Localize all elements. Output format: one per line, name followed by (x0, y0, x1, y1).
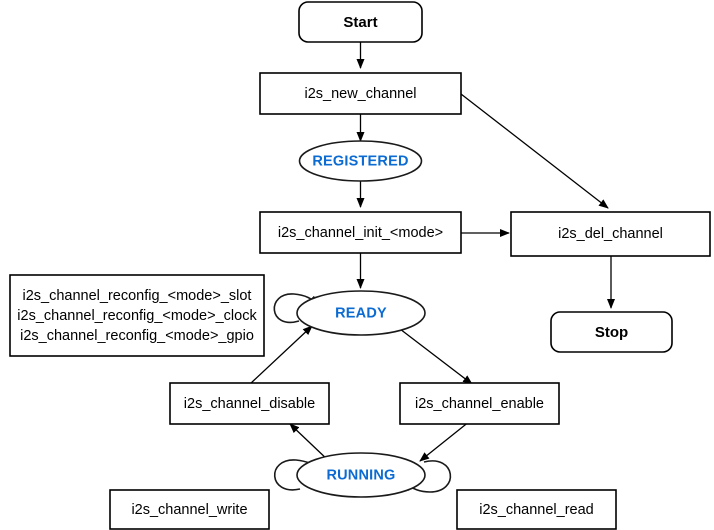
node-channel-disable[interactable]: i2s_channel_disable (169, 382, 330, 425)
node-registered[interactable]: REGISTERED (298, 140, 423, 182)
registered-label: REGISTERED (312, 153, 408, 169)
del-channel-label: i2s_del_channel (558, 226, 663, 242)
channel-enable-shape (399, 382, 560, 425)
channel-reconfig-line-3: i2s_channel_reconfig_<mode>_gpio (20, 328, 254, 344)
stop-shape (550, 311, 673, 353)
channel-reconfig-line-2: i2s_channel_reconfig_<mode>_clock (17, 308, 257, 324)
channel-write-label: i2s_channel_write (131, 502, 247, 518)
node-start[interactable]: Start (298, 1, 423, 43)
node-del-channel[interactable]: i2s_del_channel (510, 211, 711, 257)
node-ready[interactable]: READY (296, 290, 426, 336)
running-label: RUNNING (326, 467, 395, 483)
channel-read-label: i2s_channel_read (479, 502, 593, 518)
running-shape (296, 452, 426, 498)
node-channel-reconfig[interactable]: i2s_channel_reconfig_<mode>_slot i2s_cha… (9, 274, 265, 357)
channel-init-label: i2s_channel_init_<mode> (278, 225, 443, 241)
channel-read-shape (456, 489, 617, 530)
channel-reconfig-shape (9, 274, 265, 357)
edge-channel-enable-to-running (419, 420, 471, 462)
channel-enable-label: i2s_channel_enable (415, 396, 544, 412)
node-stop[interactable]: Stop (550, 311, 673, 353)
del-channel-shape (510, 211, 711, 257)
edge-ready-to-channel-enable (399, 328, 473, 385)
node-channel-init[interactable]: i2s_channel_init_<mode> (259, 211, 462, 254)
start-shape (298, 1, 423, 43)
channel-init-shape (259, 211, 462, 254)
edge-new-channel-to-del-channel (460, 93, 609, 209)
new-channel-shape (259, 72, 462, 115)
registered-shape (298, 140, 423, 182)
stop-label: Stop (595, 324, 628, 341)
start-label: Start (343, 14, 377, 31)
channel-disable-label: i2s_channel_disable (184, 396, 315, 412)
node-channel-read[interactable]: i2s_channel_read (456, 489, 617, 530)
ready-label: READY (335, 305, 387, 321)
node-channel-write[interactable]: i2s_channel_write (109, 489, 270, 530)
new-channel-label: i2s_new_channel (304, 86, 416, 102)
edge-running-to-channel-disable (289, 423, 331, 463)
node-running[interactable]: RUNNING (296, 452, 426, 498)
channel-write-shape (109, 489, 270, 530)
edge-channel-disable-to-ready (249, 325, 313, 385)
channel-disable-shape (169, 382, 330, 425)
edge-layer (249, 42, 615, 463)
channel-reconfig-line-1: i2s_channel_reconfig_<mode>_slot (23, 288, 252, 304)
ready-shape (296, 290, 426, 336)
node-channel-enable[interactable]: i2s_channel_enable (399, 382, 560, 425)
node-new-channel[interactable]: i2s_new_channel (259, 72, 462, 115)
